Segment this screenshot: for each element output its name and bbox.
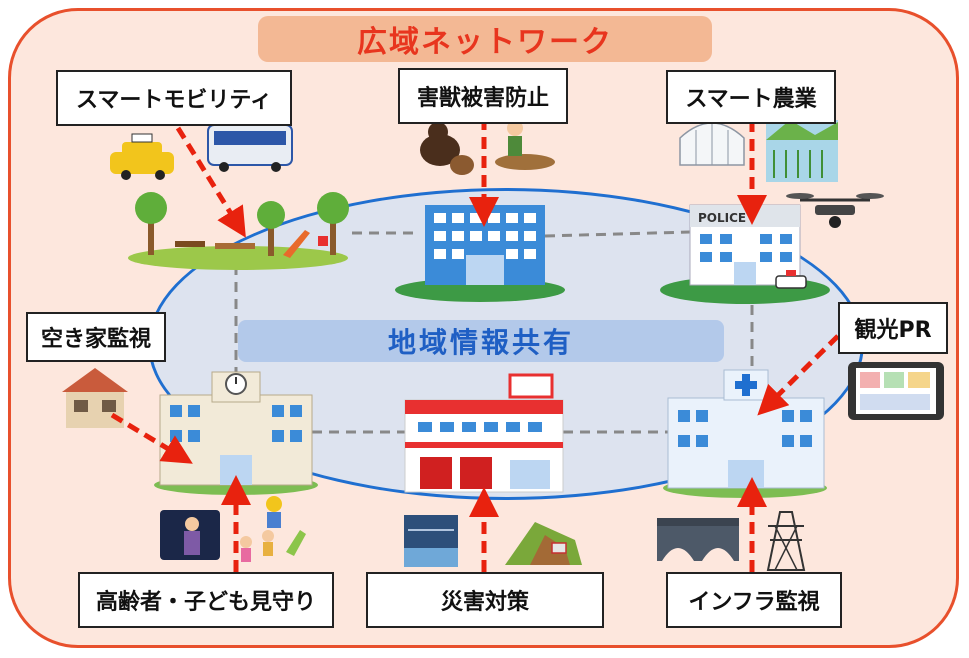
night-elderly-illustration (160, 510, 220, 560)
police-sign: POLICE (698, 211, 746, 225)
title-banner: 広域ネットワーク (258, 16, 712, 62)
landslide-illustration (505, 522, 582, 565)
elderly-child-watch-label: 高齢者・子ども見守り (78, 572, 334, 628)
children-illustration (240, 496, 306, 562)
bridge-illustration (657, 518, 739, 561)
network-links (234, 230, 754, 434)
infrastructure-label: インフラ監視 (666, 572, 842, 628)
drone-illustration (786, 193, 884, 228)
school-illustration (154, 371, 318, 495)
arrow-vacant-house (110, 412, 193, 464)
smart-mobility-label: スマートモビリティ (56, 70, 292, 126)
park-illustration (128, 192, 349, 270)
greenhouse-illustration (679, 122, 745, 166)
wildlife-damage-label: 害獣被害防止 (398, 68, 568, 124)
taxi-illustration (110, 133, 174, 180)
farmer-illustration (495, 117, 555, 170)
bear-illustration (420, 122, 474, 175)
flood-illustration (404, 515, 458, 567)
tourism-pr-label: 観光PR (838, 302, 948, 354)
use-case-arrows (110, 118, 840, 572)
bus-illustration (207, 124, 293, 172)
arrow-tourism (757, 334, 840, 416)
power-tower-illustration (766, 511, 806, 571)
city-hall-illustration (395, 205, 565, 302)
rice-field-illustration (766, 120, 838, 182)
disaster-label: 災害対策 (366, 572, 604, 628)
smart-agriculture-label: スマート農業 (666, 70, 836, 124)
fire-station-illustration (404, 373, 564, 493)
hospital-illustration (663, 369, 827, 498)
regional-info-sharing-label: 地域情報共有 (238, 320, 724, 362)
vacant-house-illustration (62, 368, 128, 428)
arrow-mobility (175, 126, 246, 238)
vacant-house-label: 空き家監視 (26, 312, 166, 362)
tablet-illustration (848, 362, 944, 420)
